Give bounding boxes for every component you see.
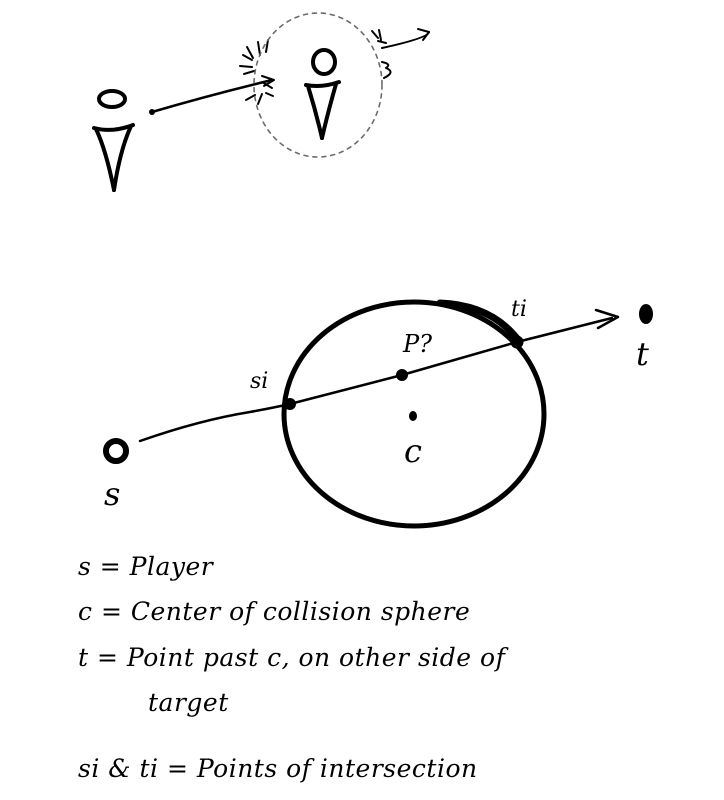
point-c (409, 411, 417, 421)
point-ti (510, 335, 524, 349)
label-p: P? (402, 330, 432, 358)
intersection-diagram: s c t si ti P? (103, 297, 653, 529)
legend-line-t: t = Point past c, on other side of (78, 643, 506, 672)
legend-line-c: c = Center of collision sphere (78, 597, 471, 626)
sphere-highlight-arc (436, 299, 523, 345)
point-si (284, 398, 296, 410)
exit-arrow (371, 28, 430, 79)
ray-arrowhead (594, 308, 620, 330)
target-figure (304, 48, 341, 140)
dashed-sphere-outline (253, 12, 383, 158)
top-sketch (92, 12, 430, 192)
label-si: si (250, 369, 268, 394)
point-t (639, 304, 653, 324)
collision-sphere (281, 299, 547, 529)
legend-line-target: target (148, 688, 229, 717)
label-t: t (636, 335, 649, 373)
shooter-figure (92, 89, 135, 192)
legend-line-s: s = Player (78, 552, 214, 581)
label-c: c (404, 432, 422, 470)
shot-arrow (149, 75, 275, 115)
point-s (103, 438, 129, 464)
impact-burst (239, 39, 274, 105)
legend-line-intersections: si & ti = Points of intersection (78, 754, 478, 783)
point-p (396, 369, 408, 381)
label-ti: ti (511, 297, 527, 322)
label-s: s (104, 475, 120, 513)
